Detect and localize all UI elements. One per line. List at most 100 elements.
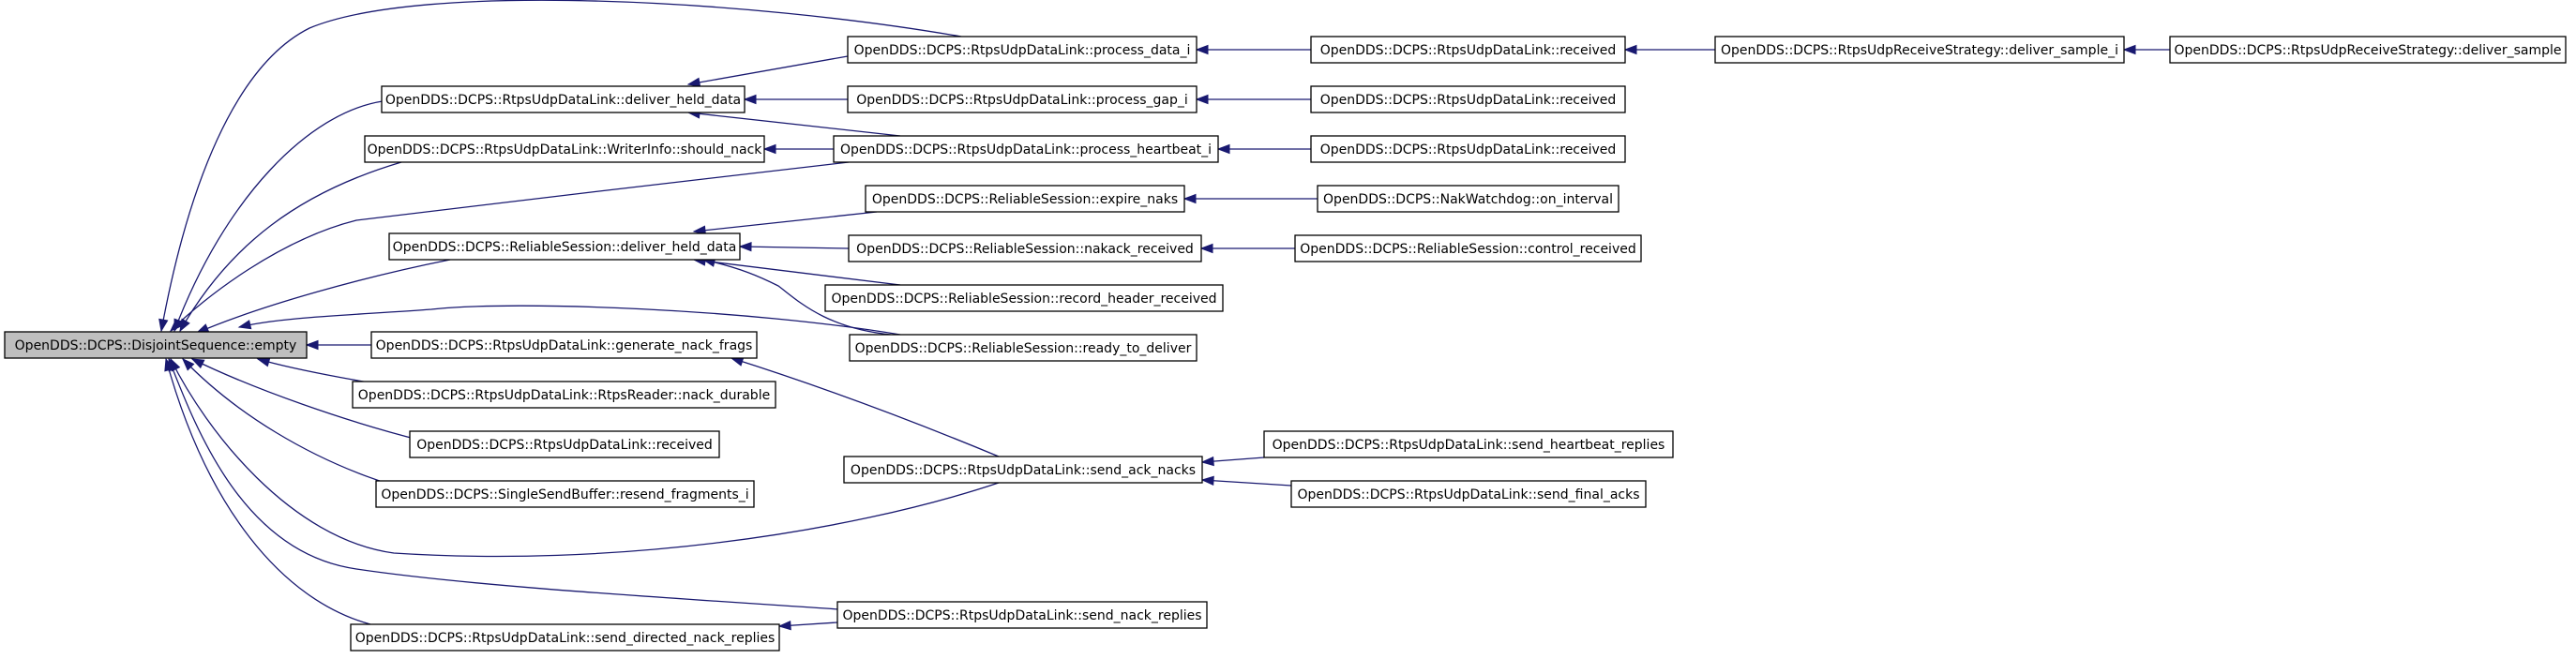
edge-n25-n18 — [1623, 44, 1715, 55]
graph-node-n21[interactable]: OpenDDS::DCPS::NakWatchdog::on_interval — [1317, 185, 1619, 213]
graph-node-n20[interactable]: OpenDDS::DCPS::RtpsUdpDataLink::received — [1310, 135, 1626, 163]
edge-n17-n0 — [168, 357, 840, 610]
arrowhead-icon — [168, 357, 178, 372]
graph-node-n2[interactable]: OpenDDS::DCPS::RtpsUdpDataLink::WriterIn… — [364, 135, 765, 163]
graph-node-n18[interactable]: OpenDDS::DCPS::RtpsUdpDataLink::received — [1310, 36, 1626, 64]
node-label: OpenDDS::DCPS::ReliableSession::expire_n… — [872, 192, 1178, 207]
arrowhead-icon — [256, 357, 271, 367]
edge-line — [687, 55, 849, 85]
edge-n7-n0 — [182, 357, 395, 487]
edge-n11-n1 — [686, 109, 901, 137]
arrowhead-icon — [1200, 475, 1214, 486]
graph-node-n4[interactable]: OpenDDS::DCPS::RtpsUdpDataLink::generate… — [370, 331, 758, 359]
node-label: OpenDDS::DCPS::RtpsUdpDataLink::received — [1320, 93, 1617, 108]
graph-node-n26[interactable]: OpenDDS::DCPS::RtpsUdpReceiveStrategy::d… — [2169, 36, 2567, 64]
graph-node-n1[interactable]: OpenDDS::DCPS::RtpsUdpDataLink::deliver_… — [381, 85, 746, 113]
edge-line — [702, 259, 892, 336]
node-box — [865, 185, 1185, 213]
edge-n10-n1 — [743, 94, 848, 105]
node-box — [388, 232, 741, 261]
node-label: OpenDDS::DCPS::RtpsUdpDataLink::WriterIn… — [368, 142, 763, 157]
graph-node-n14[interactable]: OpenDDS::DCPS::ReliableSession::record_h… — [824, 284, 1224, 312]
graph-node-n19[interactable]: OpenDDS::DCPS::RtpsUdpDataLink::received — [1310, 85, 1626, 113]
node-label: OpenDDS::DCPS::ReliableSession::ready_to… — [855, 341, 1192, 356]
edge-n20-n11 — [1216, 143, 1311, 155]
node-box — [836, 601, 1208, 629]
node-label: OpenDDS::DCPS::RtpsUdpDataLink::send_nac… — [842, 608, 1201, 623]
node-box — [847, 36, 1198, 64]
arrowhead-icon — [2122, 44, 2136, 55]
graph-node-n17[interactable]: OpenDDS::DCPS::RtpsUdpDataLink::send_nac… — [836, 601, 1208, 629]
node-label: OpenDDS::DCPS::RtpsUdpDataLink::send_ack… — [851, 463, 1196, 478]
arrowhead-icon — [1200, 456, 1214, 467]
node-label: OpenDDS::DCPS::ReliableSession::deliver_… — [393, 240, 737, 255]
node-label: OpenDDS::DCPS::SingleSendBuffer::resend_… — [381, 487, 748, 502]
arrowhead-icon — [1216, 143, 1230, 155]
edge-line — [687, 112, 901, 137]
node-label: OpenDDS::DCPS::RtpsUdpDataLink::RtpsRead… — [358, 388, 770, 403]
graph-node-n23[interactable]: OpenDDS::DCPS::RtpsUdpDataLink::send_hea… — [1263, 430, 1674, 458]
graph-node-n22[interactable]: OpenDDS::DCPS::ReliableSession::control_… — [1294, 234, 1642, 262]
edge-line — [739, 246, 850, 249]
edge-n21-n12 — [1183, 193, 1318, 204]
edge-line — [160, 0, 962, 332]
graph-node-n7[interactable]: OpenDDS::DCPS::SingleSendBuffer::resend_… — [375, 480, 755, 508]
node-box — [1310, 135, 1626, 163]
graph-node-n11[interactable]: OpenDDS::DCPS::RtpsUdpDataLink::process_… — [833, 135, 1219, 163]
edge-n2-n0 — [179, 161, 402, 333]
arrowhead-icon — [169, 319, 183, 333]
graph-node-n5[interactable]: OpenDDS::DCPS::RtpsUdpDataLink::RtpsRead… — [352, 381, 776, 409]
edge-line — [191, 358, 423, 442]
edge-n24-n16 — [1200, 475, 1292, 487]
graph-node-n12[interactable]: OpenDDS::DCPS::ReliableSession::expire_n… — [865, 185, 1185, 213]
arrowhead-icon — [237, 320, 252, 330]
graph-node-n6[interactable]: OpenDDS::DCPS::RtpsUdpDataLink::received — [409, 430, 720, 458]
edge-line — [693, 211, 878, 232]
edge-n1-n0 — [173, 100, 384, 333]
edge-line — [182, 358, 395, 487]
node-label: OpenDDS::DCPS::RtpsUdpDataLink::process_… — [856, 93, 1188, 108]
graph-node-n15[interactable]: OpenDDS::DCPS::ReliableSession::ready_to… — [849, 334, 1198, 362]
node-label: OpenDDS::DCPS::RtpsUdpDataLink::send_fin… — [1297, 487, 1639, 502]
node-label: OpenDDS::DCPS::RtpsUdpDataLink::process_… — [854, 43, 1191, 58]
graph-node-n9[interactable]: OpenDDS::DCPS::RtpsUdpDataLink::process_… — [847, 36, 1198, 64]
arrowhead-icon — [777, 620, 791, 631]
edge-n18-n9 — [1195, 44, 1311, 55]
edge-n26-n25 — [2122, 44, 2170, 55]
graph-node-n10[interactable]: OpenDDS::DCPS::RtpsUdpDataLink::process_… — [847, 85, 1198, 113]
edge-n11-n0 — [169, 161, 850, 333]
graph-node-n24[interactable]: OpenDDS::DCPS::RtpsUdpDataLink::send_fin… — [1290, 480, 1647, 508]
arrowhead-icon — [158, 318, 169, 333]
graph-node-n3[interactable]: OpenDDS::DCPS::ReliableSession::deliver_… — [388, 232, 741, 261]
node-box — [848, 234, 1202, 262]
node-box — [352, 381, 776, 409]
graph-node-n8[interactable]: OpenDDS::DCPS::RtpsUdpDataLink::send_dir… — [350, 623, 780, 652]
arrowhead-icon — [190, 358, 205, 369]
arrowhead-icon — [1195, 44, 1209, 55]
arrowhead-icon — [1195, 94, 1209, 105]
graph-node-n16[interactable]: OpenDDS::DCPS::RtpsUdpDataLink::send_ack… — [843, 456, 1203, 484]
node-box — [1294, 234, 1642, 262]
edge-n3-n0 — [195, 259, 451, 334]
edge-n22-n13 — [1199, 243, 1295, 254]
node-box — [1317, 185, 1619, 213]
arrowhead-icon — [762, 143, 776, 155]
edge-n4-n0 — [305, 339, 371, 351]
node-box — [843, 456, 1203, 484]
edge-line — [170, 161, 850, 332]
nodes-layer: OpenDDS::DCPS::DisjointSequence::emptyOp… — [4, 36, 2567, 652]
graph-node-n13[interactable]: OpenDDS::DCPS::ReliableSession::nakack_r… — [848, 234, 1202, 262]
node-box — [1290, 480, 1647, 508]
node-label: OpenDDS::DCPS::NakWatchdog::on_interval — [1323, 192, 1613, 207]
node-box — [1310, 36, 1626, 64]
node-label: OpenDDS::DCPS::RtpsUdpDataLink::send_dir… — [355, 631, 776, 646]
node-box — [370, 331, 758, 359]
edge-line — [1201, 479, 1292, 487]
node-label: OpenDDS::DCPS::RtpsUdpDataLink::process_… — [840, 142, 1212, 157]
node-label: OpenDDS::DCPS::RtpsUdpDataLink::generate… — [376, 338, 753, 353]
node-label: OpenDDS::DCPS::RtpsUdpDataLink::received — [1320, 43, 1617, 58]
node-box — [824, 284, 1224, 312]
graph-node-n25[interactable]: OpenDDS::DCPS::RtpsUdpReceiveStrategy::d… — [1714, 36, 2125, 64]
node-label: OpenDDS::DCPS::RtpsUdpReceiveStrategy::d… — [1721, 43, 2118, 58]
graph-node-n0[interactable]: OpenDDS::DCPS::DisjointSequence::empty — [4, 331, 308, 359]
